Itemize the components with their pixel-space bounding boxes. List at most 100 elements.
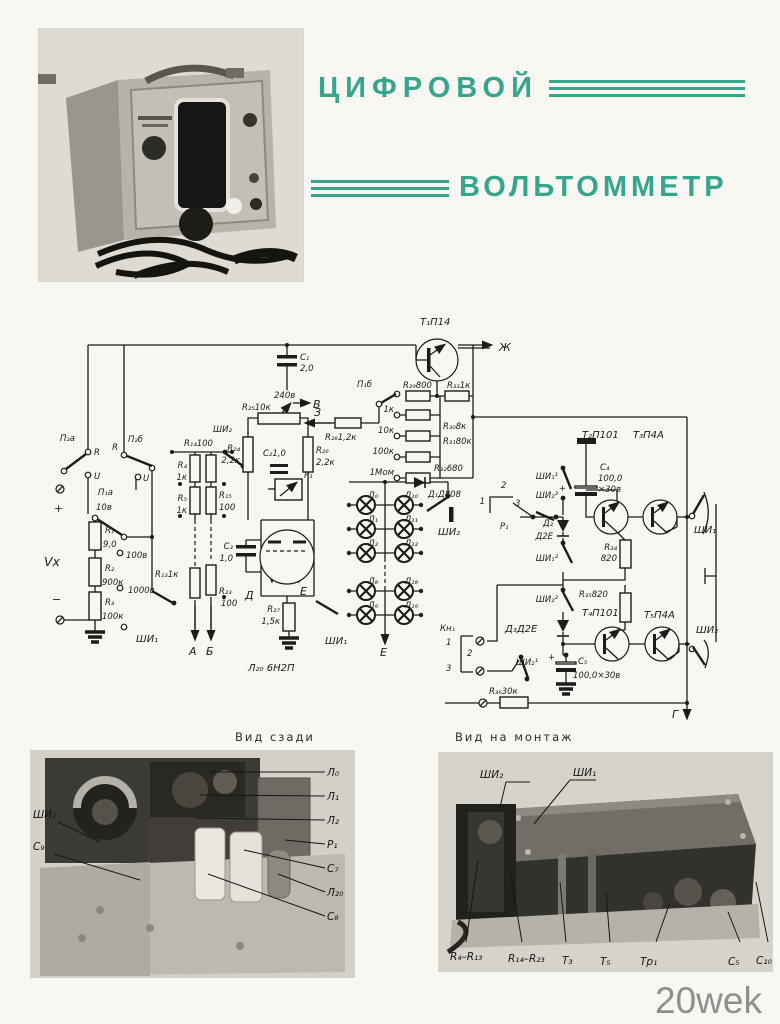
label-t4: Т₄П101 (582, 608, 619, 619)
label-100v: 100в (126, 551, 147, 561)
label-r1-value: 9,0 (103, 540, 117, 550)
label-kn1-3: 3 (446, 664, 451, 674)
label-r25: R₂₅10к (242, 403, 272, 413)
label-r1: R₁ (105, 526, 114, 536)
caption-mount-view: Вид на монтаж (455, 730, 574, 744)
label-r26-value: 2,2к (316, 458, 336, 468)
label-shi1-1: ШИ₁¹ (536, 472, 558, 482)
label-plus: + (54, 502, 63, 515)
label-kn1-2: 2 (467, 649, 472, 659)
label-c1-value: 2,0 (300, 364, 314, 374)
label-point-e2: Е (380, 646, 387, 659)
label-t2: Т₂П101 (582, 430, 619, 441)
photo-label-c9: С₉ (33, 841, 45, 853)
label-r23: R₂₃ (219, 587, 232, 597)
label-l12: Л₁₂ (404, 539, 419, 549)
photo-label-c10: С₁₀ (756, 955, 773, 967)
photo-label-l2: Л₂ (326, 815, 340, 827)
label-r29: R₂₉800 (403, 381, 432, 391)
title-line-1: ЦИФРОВОЙ (318, 72, 538, 104)
label-shi1-2: ШИ₁² (536, 554, 559, 564)
label-point-g: Г (672, 708, 679, 721)
label-point-zh: Ж (498, 341, 512, 354)
transistor-t2 (593, 499, 629, 535)
label-p2b-u: U (143, 474, 150, 484)
label-p2a-u: U (94, 472, 101, 482)
photo-label-c5: С₅ (728, 956, 740, 968)
photo-label-l20: Л₂₀ (326, 887, 344, 899)
label-c1: С₁ (300, 353, 309, 363)
label-p1-contact: Р₁ (500, 522, 509, 532)
caption-rear-view: Вид сзади (235, 730, 315, 744)
label-r13: R₁₃1к (155, 570, 179, 580)
label-240v: 240в (274, 391, 295, 401)
label-point-z: З (314, 406, 321, 419)
label-r14: R₁₄100 (184, 439, 213, 449)
label-r24-value: 2,2к (221, 456, 241, 466)
label-r31: R₃₁80к (443, 437, 473, 447)
label-l2: Л₂ (367, 539, 378, 549)
label-l10: Л₁₀ (404, 491, 419, 501)
connector (179, 207, 213, 241)
label-shi2-2: ШИ₂² (536, 595, 559, 605)
label-c4: С₄ (600, 463, 610, 473)
junction-dots (150, 343, 689, 705)
label-shi2-ladder: ШИ₂ (213, 425, 232, 435)
label-point-e: Е (300, 585, 307, 598)
label-d2-type: Д2Е (535, 532, 554, 542)
label-1mom: 1Мом (370, 468, 395, 478)
lamp-matrix (356, 495, 414, 625)
label-r5-value: 1к (176, 506, 187, 516)
label-r23-value: 100 (221, 599, 237, 609)
device-photo (38, 28, 304, 282)
diodes (414, 477, 569, 637)
label-p1-pin2: 2 (501, 481, 506, 491)
label-d3: Д₃Д2Е (504, 624, 538, 635)
label-r27-value: 1,5к (261, 617, 281, 627)
label-point-v: В (313, 398, 321, 411)
label-p1-pin3: 3 (515, 499, 520, 509)
label-c2: С₂1,0 (263, 449, 286, 459)
photo-label-t3: Т₃ (562, 955, 573, 967)
rear-view-photo: Л₀ Л₁ Л₂ Р₁ С₇ Л₂₀ С₈ ШИ₁ С₉ (30, 750, 355, 978)
display-window (174, 98, 230, 212)
triple-rule-left (311, 180, 449, 201)
label-t5: Т₅П4А (644, 610, 675, 621)
label-l19: Л₁₉ (404, 601, 419, 611)
label-d2: Д₂ (542, 519, 554, 529)
label-r32: R₃₂680 (434, 464, 463, 474)
label-t1: Т₁П14 (420, 317, 450, 328)
transistor-t4 (594, 626, 630, 662)
label-r15-value: 100 (219, 503, 235, 513)
label-c5-plus: + (548, 653, 555, 663)
circuit-schematic: Т₁П14 Ж С₁ 2,0 240в В R₂₅10к ШИ₂ З R₂₈1,… (44, 317, 718, 721)
label-t3: Т₃П4А (633, 430, 664, 441)
mount-view-scene (446, 794, 760, 955)
label-l20: Л₂₀ 6Н2П (247, 663, 295, 674)
label-r24: R₂₄ (227, 444, 240, 454)
label-10k: 10к (378, 426, 395, 436)
label-shi2-right: ШИ₂ (696, 625, 718, 636)
photo-label-shi2: ШИ₂ (480, 769, 504, 781)
label-p1b: П₁б (357, 380, 372, 390)
label-point-b: Б (206, 645, 214, 658)
range-knob (142, 136, 166, 160)
label-d1: Д₁Д808 (427, 490, 462, 500)
label-p1a: П₁а (98, 488, 113, 498)
label-l8: Л₈ (367, 577, 378, 587)
knob-small (243, 113, 257, 127)
label-r28: R₂₈1,2к (325, 433, 357, 443)
label-shi1-mid: ШИ₁ (325, 636, 347, 647)
label-p2b: П₂б (128, 435, 143, 445)
label-r3: R₃ (105, 598, 115, 608)
label-r34: R₃₄ (604, 543, 617, 553)
photo-label-c7: С₇ (327, 863, 339, 875)
label-p1-relay: Р₁ (304, 471, 313, 481)
mount-view-photo: ШИ₂ ШИ₁ R₄–R₁₃ R₁₄–R₂₃ Т₃ Т₅ Тр₁ С₅ С₁₀ (438, 752, 773, 972)
photo-label-shi1: ШИ₁ (33, 809, 56, 821)
switch-contacts (55, 390, 709, 708)
label-r4: R₄ (178, 461, 188, 471)
tube-l20 (259, 529, 315, 585)
label-r2-value: 900к (102, 578, 124, 588)
